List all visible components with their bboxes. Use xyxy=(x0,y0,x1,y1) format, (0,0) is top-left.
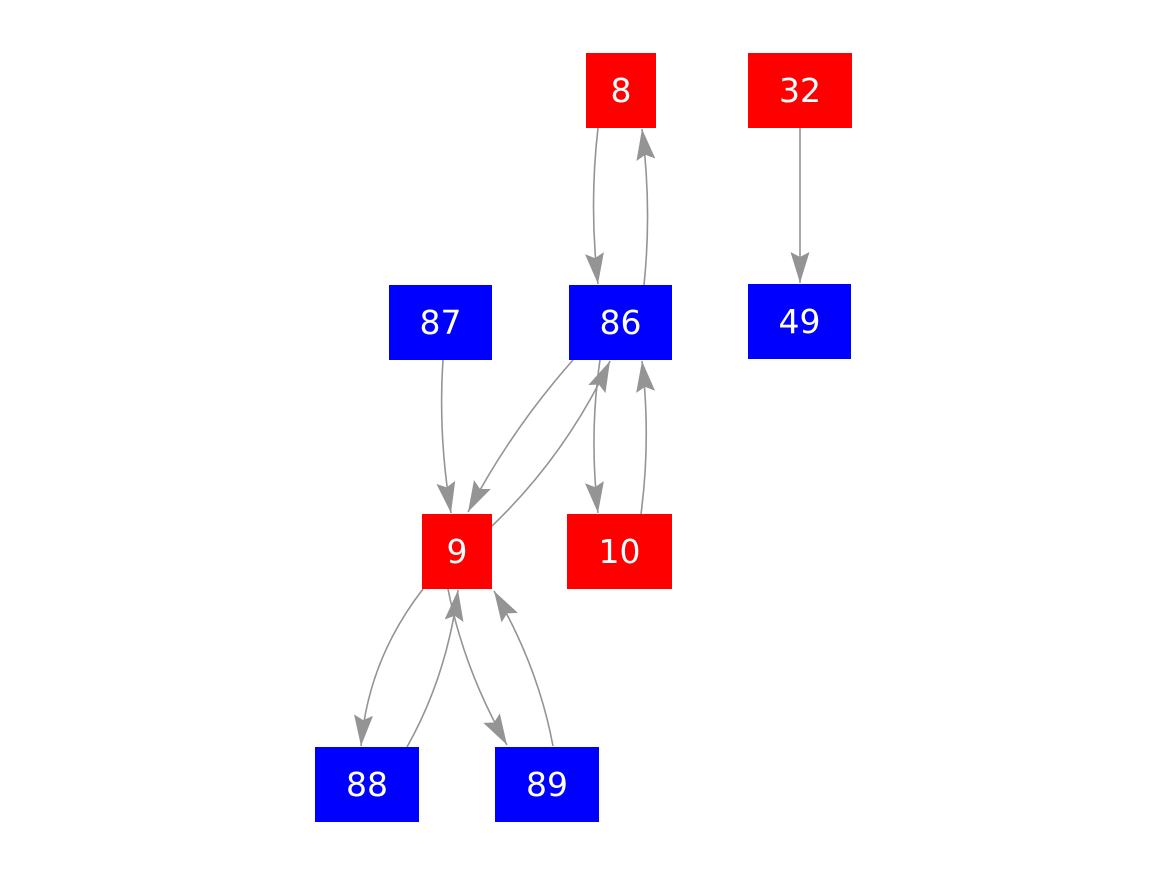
node-10-label: 10 xyxy=(599,532,641,571)
arrowhead-32-49 xyxy=(790,252,810,283)
arrowhead-8-86 xyxy=(585,252,604,284)
node-88-label: 88 xyxy=(346,765,388,804)
edges-layer xyxy=(354,127,810,748)
node-86: 86 xyxy=(569,285,672,360)
node-89-label: 89 xyxy=(526,765,568,804)
node-86-label: 86 xyxy=(600,303,642,342)
node-49-box xyxy=(748,284,851,359)
node-49: 49 xyxy=(748,284,851,359)
arrowhead-86-8 xyxy=(636,129,656,161)
node-10: 10 xyxy=(567,514,672,589)
node-89-box xyxy=(495,747,599,822)
node-88-box xyxy=(315,747,419,822)
arrowhead-86-10 xyxy=(585,481,604,513)
arrowhead-86-9 xyxy=(468,480,491,512)
arrowhead-10-86 xyxy=(636,361,656,393)
node-8-box xyxy=(586,53,656,128)
node-9-label: 9 xyxy=(447,532,468,571)
arrowhead-9-86 xyxy=(588,361,610,394)
node-89: 89 xyxy=(495,747,599,822)
node-87-label: 87 xyxy=(420,303,462,342)
node-10-box xyxy=(567,514,672,589)
node-88: 88 xyxy=(315,747,419,822)
node-8: 8 xyxy=(586,53,656,128)
node-32-box xyxy=(748,53,852,128)
node-86-box xyxy=(569,285,672,360)
arrowhead-88-9 xyxy=(444,590,464,622)
arrowhead-9-89 xyxy=(483,713,507,745)
arrowhead-89-9 xyxy=(494,591,518,623)
node-49-label: 49 xyxy=(779,302,821,341)
node-32: 32 xyxy=(748,53,852,128)
node-9-box xyxy=(422,514,492,589)
node-9: 9 xyxy=(422,514,492,589)
node-87-box xyxy=(389,285,492,360)
node-32-label: 32 xyxy=(779,71,821,110)
nodes-layer: 8 32 87 86 49 9 10 88 89 xyxy=(315,53,852,822)
arrowhead-9-88 xyxy=(354,714,373,746)
node-8-label: 8 xyxy=(611,71,632,110)
node-87: 87 xyxy=(389,285,492,360)
arrowhead-87-9 xyxy=(436,480,456,513)
